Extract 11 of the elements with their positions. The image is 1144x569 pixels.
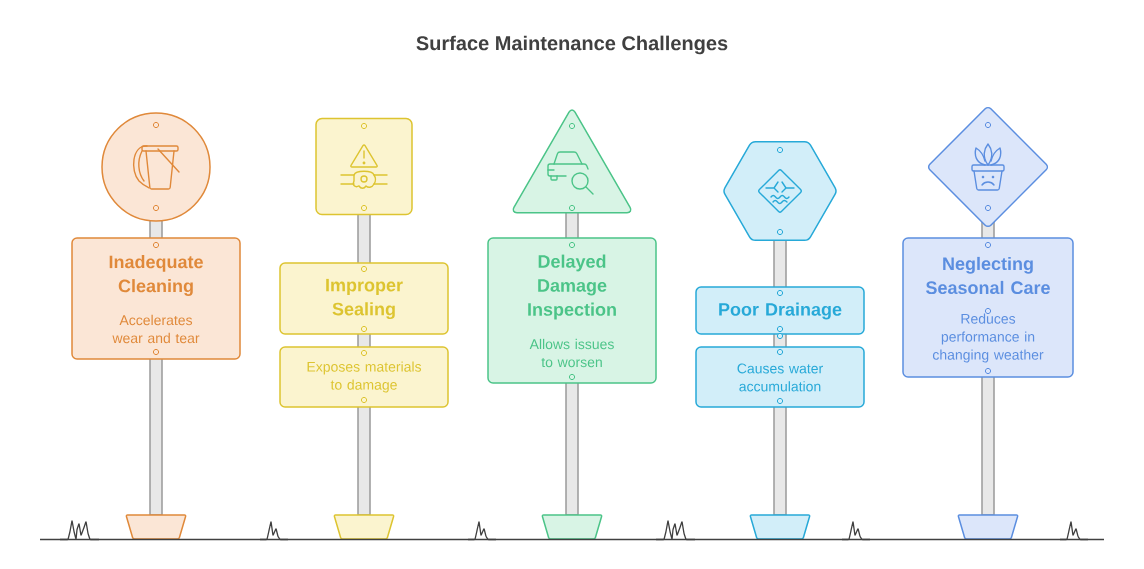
sign-heading: Poor Drainage bbox=[719, 302, 842, 320]
sign-heading: Delayed Damage Inspection bbox=[528, 254, 616, 320]
sign-description: Causes water accumulation bbox=[737, 363, 823, 392]
sign-heading: Neglecting Seasonal Care bbox=[926, 256, 1050, 295]
title: Surface Maintenance Challenges bbox=[416, 35, 728, 55]
sign-heading: Inadequate Cleaning bbox=[109, 255, 203, 296]
sign-description: Reduces performance in changing weather bbox=[932, 313, 1044, 363]
sign-heading: Improper Sealing bbox=[326, 278, 403, 320]
sign-description: Allows issues to worsen bbox=[529, 338, 614, 368]
sign-description: Exposes materials to damage bbox=[307, 361, 422, 393]
sign-description: Accelerates wear and tear bbox=[112, 314, 200, 344]
